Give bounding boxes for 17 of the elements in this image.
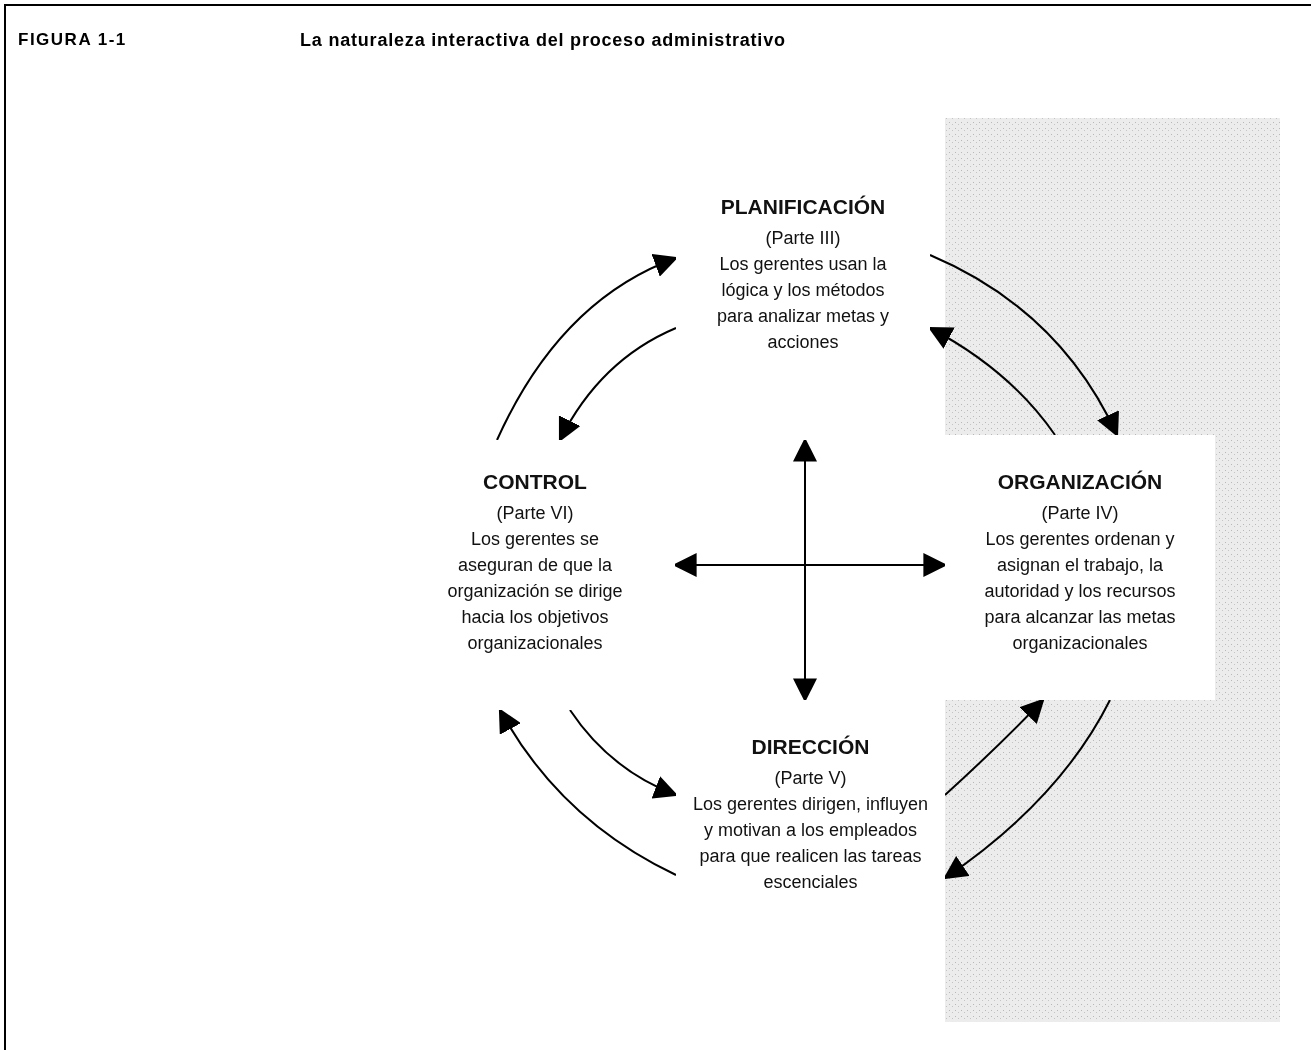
arrow [929, 254, 1119, 438]
description: Los gerentes dirigen, influyen y motivan a los empleados para que realicen las tareas escenciales [691, 793, 930, 894]
part-label: (Parte III) [765, 227, 841, 250]
part-label: (Parte IV) [1041, 502, 1119, 525]
description: Los gerentes ordenan y asignan el trabajo, la autoridad y los recursos para alcanzar las metas organizacionales [983, 528, 1177, 655]
arrow [944, 698, 1045, 796]
arrow [558, 327, 677, 443]
figure-title: La naturaleza interactiva del proceso administrativo [300, 30, 786, 51]
heading: PLANIFICACIÓN [720, 195, 886, 219]
heading: CONTROL [483, 470, 587, 494]
part-label: (Parte VI) [496, 502, 574, 525]
description: Los gerentes usan la lógica y los métodos para analizar metas y acciones [715, 253, 891, 354]
heading: DIRECCIÓN [751, 735, 870, 759]
figure-number: FIGURA 1-1 [18, 30, 127, 50]
description: Los gerentes se aseguran de que la organización se dirige hacia los objetivos organizacionales [446, 528, 624, 655]
part-label: (Parte V) [774, 767, 847, 790]
heading: ORGANIZACIÓN [997, 470, 1163, 494]
